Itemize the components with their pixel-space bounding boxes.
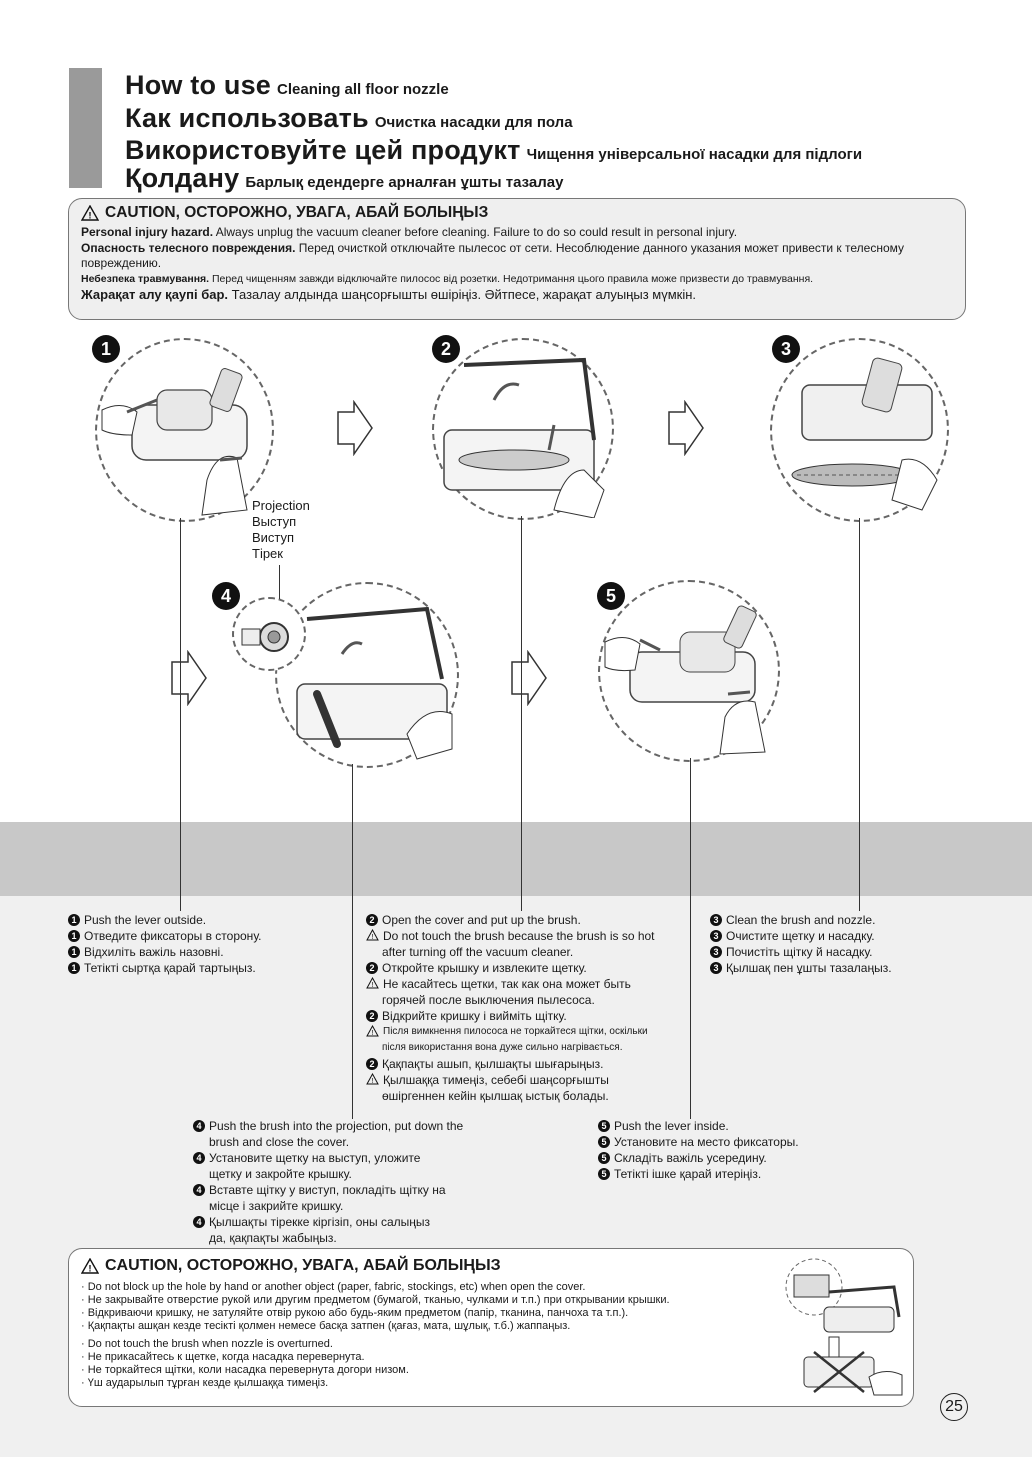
caution-box-bottom: ! CAUTION, ОСТОРОЖНО, УВАГА, АБАЙ БОЛЫҢЫ…	[68, 1248, 914, 1407]
projection-label: Projection Выступ Виступ Тірек	[252, 498, 310, 561]
step-4-illustration	[275, 582, 459, 768]
gray-band	[0, 822, 1032, 896]
step-3-illustration	[770, 338, 949, 522]
nozzle-lever-out-image	[101, 368, 248, 516]
svg-text:!: !	[372, 982, 374, 989]
caution-title-text: CAUTION, ОСТОРОЖНО, УВАГА, АБАЙ БОЛЫҢЫЗ	[105, 204, 489, 221]
caution-item: · Відкриваючи кришку, не затуляйте отвір…	[81, 1307, 629, 1319]
page-number: 25	[940, 1393, 968, 1421]
section-marker	[69, 68, 102, 188]
warning-icon: !	[81, 1258, 99, 1274]
step-3-badge: 3	[772, 335, 800, 363]
warning-icon: !	[366, 977, 379, 989]
title-uk: Використовуйте цей продукт Чищення універ…	[125, 135, 862, 166]
title-en: How to use Cleaning all floor nozzle	[125, 70, 449, 101]
caution-item: · Не прикасайтесь к щетке, когда насадка…	[81, 1351, 365, 1363]
leader-line	[521, 516, 522, 911]
caution-item: · Не торкайтеся щітки, коли насадка пере…	[81, 1364, 409, 1376]
caution-item: · Do not block up the hole by hand or an…	[81, 1281, 586, 1293]
nozzle-lever-in-image	[604, 605, 766, 755]
step-5-illustration	[598, 580, 780, 762]
caution-item: · Не закрывайте отверстие рукой или друг…	[81, 1294, 670, 1306]
caution-title-top: ! CAUTION, ОСТОРОЖНО, УВАГА, АБАЙ БОЛЫҢЫ…	[81, 204, 953, 222]
caution-item: · Do not touch the brush when nozzle is …	[81, 1338, 333, 1350]
leader-line	[690, 758, 691, 1119]
caution-ru: Опасность телесного повреждения. Перед о…	[81, 240, 905, 271]
leader-line	[352, 764, 353, 1119]
caution-title-text: CAUTION, ОСТОРОЖНО, УВАГА, АБАЙ БОЛЫҢЫЗ	[105, 1257, 501, 1274]
title-ru: Как использовать Очистка насадки для пола	[125, 103, 573, 134]
title-ru-sub: Очистка насадки для пола	[374, 114, 573, 131]
step-4-badge: 4	[212, 582, 240, 610]
title-kk-main: Қолдану	[125, 163, 240, 193]
title-kk: Қолдану Барлық едендерге арналған ұшты та…	[125, 163, 563, 194]
title-kk-sub: Барлық едендерге арналған ұшты тазалау	[245, 174, 564, 191]
caution-illustrations	[785, 1258, 903, 1396]
arrow-right-icon	[511, 650, 547, 706]
warning-icon: !	[366, 1025, 379, 1037]
nozzle-insert-brush-image	[296, 606, 453, 760]
arrow-right-icon	[668, 400, 704, 456]
title-ru-main: Как использовать	[125, 103, 369, 133]
caution-item: · Қақпақты ашқан кезде тесікті қолмен не…	[81, 1320, 571, 1332]
projection-detail	[232, 597, 306, 671]
warning-icon: !	[366, 1073, 379, 1085]
warning-icon: !	[81, 205, 99, 221]
caution-box-top: ! CAUTION, ОСТОРОЖНО, УВАГА, АБАЙ БОЛЫҢЫ…	[68, 198, 966, 320]
leader-line	[279, 565, 280, 599]
title-uk-main: Використовуйте цей продукт	[125, 135, 521, 165]
caution-uk: Небезпека травмування. Перед чищенням за…	[81, 272, 814, 285]
step-1-badge: 1	[92, 335, 120, 363]
svg-text:!: !	[89, 1264, 92, 1274]
projection-closeup-image	[241, 622, 289, 652]
step-2-illustration	[432, 338, 614, 520]
svg-text:!: !	[372, 1030, 374, 1037]
warning-icon: !	[366, 929, 379, 941]
title-en-main: How to use	[125, 70, 272, 100]
arrow-right-icon	[337, 400, 373, 456]
leader-line	[180, 518, 181, 911]
caution-title-bottom: ! CAUTION, ОСТОРОЖНО, УВАГА, АБАЙ БОЛЫҢЫ…	[81, 1257, 901, 1275]
arrow-right-icon	[171, 650, 207, 706]
caution-kk: Жарақат алу қаупі бар. Тазалау алдында ш…	[81, 287, 697, 302]
svg-text:!: !	[372, 1078, 374, 1085]
step-2-badge: 2	[432, 335, 460, 363]
caution-item: · Үш аударылып тұрған кезде қылшаққа тим…	[81, 1377, 329, 1389]
leader-line	[859, 518, 860, 911]
svg-text:!: !	[89, 211, 92, 221]
title-uk-sub: Чищення універсальної насадки для підлог…	[526, 146, 863, 163]
nozzle-clean-brush-image	[791, 357, 938, 511]
svg-text:!: !	[372, 934, 374, 941]
step-1-illustration	[95, 338, 274, 522]
caution-en: Personal injury hazard. Always unplug th…	[81, 225, 738, 239]
step-5-badge: 5	[597, 582, 625, 610]
nozzle-cover-open-image	[443, 357, 605, 519]
title-en-sub: Cleaning all floor nozzle	[277, 81, 449, 98]
